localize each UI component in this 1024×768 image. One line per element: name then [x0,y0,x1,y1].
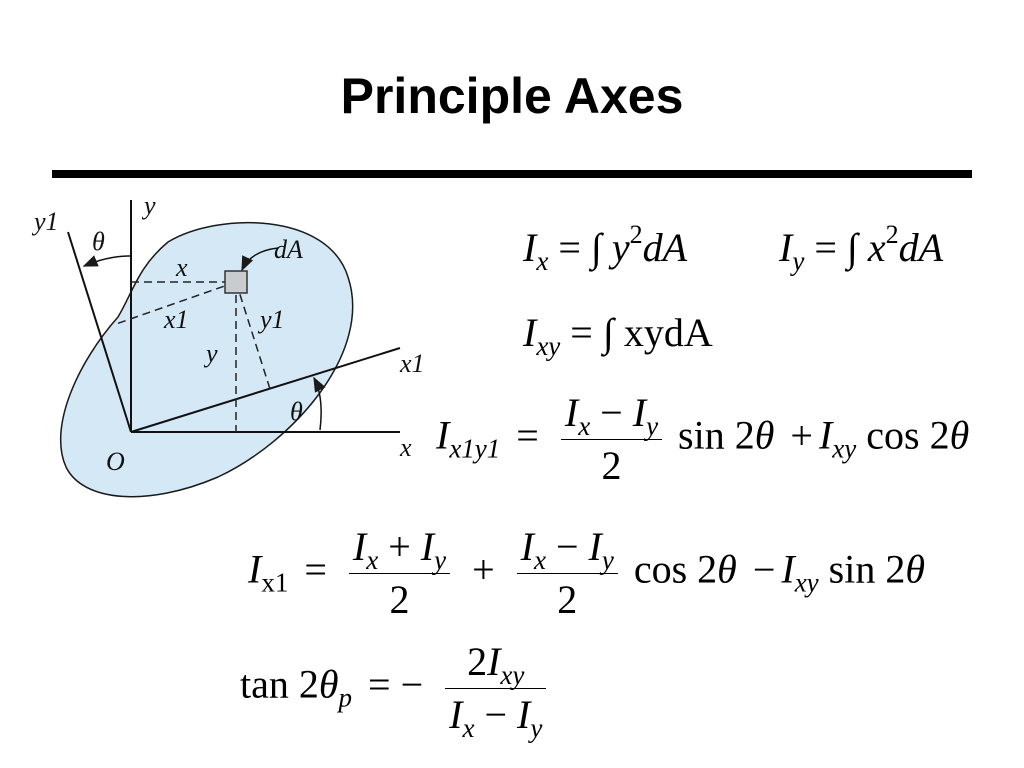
denominator: 2 [560,439,663,486]
numerator: Ix − Iy [564,390,659,441]
area-region [59,222,354,498]
equation-ix1y1: Ix1y1 = Ix − Iy 2 sin 2θ +Ixy cos 2θ [436,390,970,488]
dA-leader-arrow [241,247,279,272]
label-x-axis: x [399,433,412,462]
equation-tan-theta-p: tan 2θp = − 2Ixy Ix − Iy [240,639,552,742]
fraction-1: Ix + Iy 2 [348,524,451,620]
theta-arc-top [82,255,131,267]
x1-axis [130,347,401,433]
label-dA: dA [274,235,303,264]
label-theta-bottom: θ [290,397,303,426]
label-x-distance: x [175,253,188,282]
label-x1-distance: x1 [163,305,189,334]
x1-distance-line [115,281,237,325]
theta-arc-bottom [313,376,326,431]
rotated-axes-diagram: y1 y θ dA x x1 y1 y x1 θ O x [31,192,425,498]
fraction: Ix − Iy 2 [560,390,663,486]
label-y1-distance: y1 [257,305,285,334]
equation-ixy: Ixy = ∫ xydA [523,310,713,361]
numerator-2: Ix − Iy [520,524,614,575]
y1-distance-line [235,281,271,390]
label-y-distance: y [203,339,218,368]
denominator: Ix − Iy [445,688,547,742]
title-divider [52,170,972,178]
area-element-dA [224,270,248,294]
equation-ix1: Ix1 = Ix + Iy 2 + Ix − Iy 2 cos 2θ −Ixy … [248,524,926,622]
label-y-axis: y [141,192,156,220]
numerator-1: Ix + Iy [352,524,447,575]
numerator: 2Ixy [467,639,525,690]
label-y1-axis: y1 [31,207,59,236]
denominator-2: 2 [516,573,618,620]
denominator-1: 2 [348,573,451,620]
y1-axis [67,231,132,433]
equation-ix: Ix = ∫ y2dA [523,220,688,276]
fraction-2: Ix − Iy 2 [516,524,618,620]
label-origin: O [106,447,125,476]
slide-title: Principle Axes [340,68,684,124]
equation-iy: Iy = ∫ x2dA [779,220,944,276]
fraction: 2Ixy Ix − Iy [445,639,547,742]
label-x1-axis: x1 [399,349,425,378]
label-theta-top: θ [92,227,105,256]
